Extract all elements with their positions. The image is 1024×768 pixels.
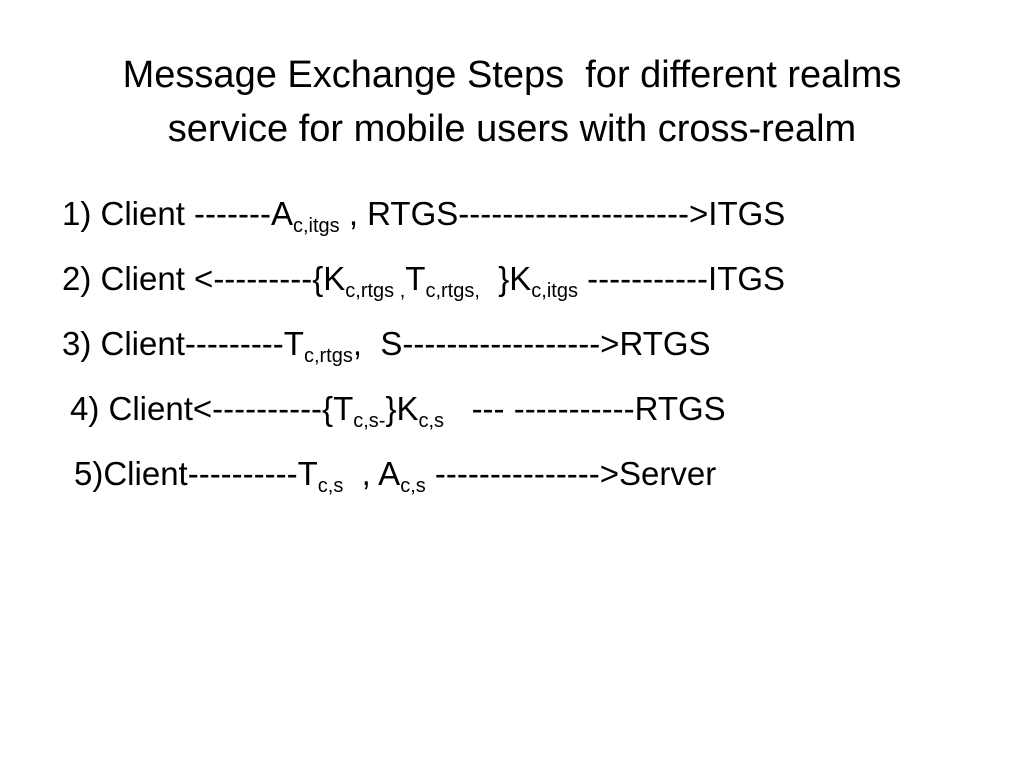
step-text: --- -----------RTGS [444,390,726,427]
step-subscript: c,s- [353,410,386,432]
step-subscript: c,rtgs, [425,280,480,302]
step-text: --------------->Server [425,455,717,492]
step-3: 3) Client---------Tc,rtgs, S------------… [62,324,711,367]
step-text: 2) Client <---------{K [62,260,346,297]
step-subscript: c,s [418,410,445,432]
step-subscript: c,itgs [292,215,340,237]
step-1: 1) Client -------Ac,itgs , RTGS---------… [62,194,786,237]
step-subscript: c,rtgs , [345,280,406,302]
step-subscript: c,s [400,475,426,497]
step-subscript: c,rtgs [303,345,353,367]
step-text: -----------ITGS [577,260,786,297]
step-text: , A [343,455,401,492]
step-text: 5)Client----------T [74,455,318,492]
step-subscript: c,itgs [531,280,578,302]
step-text: , S------------------>RTGS [352,325,711,362]
title-line-1: Message Exchange Steps for different rea… [122,54,902,96]
slide-title: Message Exchange Steps for different rea… [60,48,964,156]
step-text: 1) Client -------A [62,195,293,232]
step-2: 2) Client <---------{Kc,rtgs ,Tc,rtgs, }… [62,259,786,302]
step-text: T [405,260,426,297]
step-text: }K [479,260,532,297]
step-4: 4) Client<----------{Tc,s-}Kc,s --- ----… [70,389,726,432]
step-text: , RTGS--------------------->ITGS [339,195,786,232]
step-text: 4) Client<----------{T [70,390,354,427]
step-text: 3) Client---------T [62,325,304,362]
step-text: }K [385,390,419,427]
step-5: 5)Client----------Tc,s , Ac,s ----------… [74,454,717,497]
title-line-2: service for mobile users with cross-real… [167,108,857,150]
step-subscript: c,s [317,475,344,497]
